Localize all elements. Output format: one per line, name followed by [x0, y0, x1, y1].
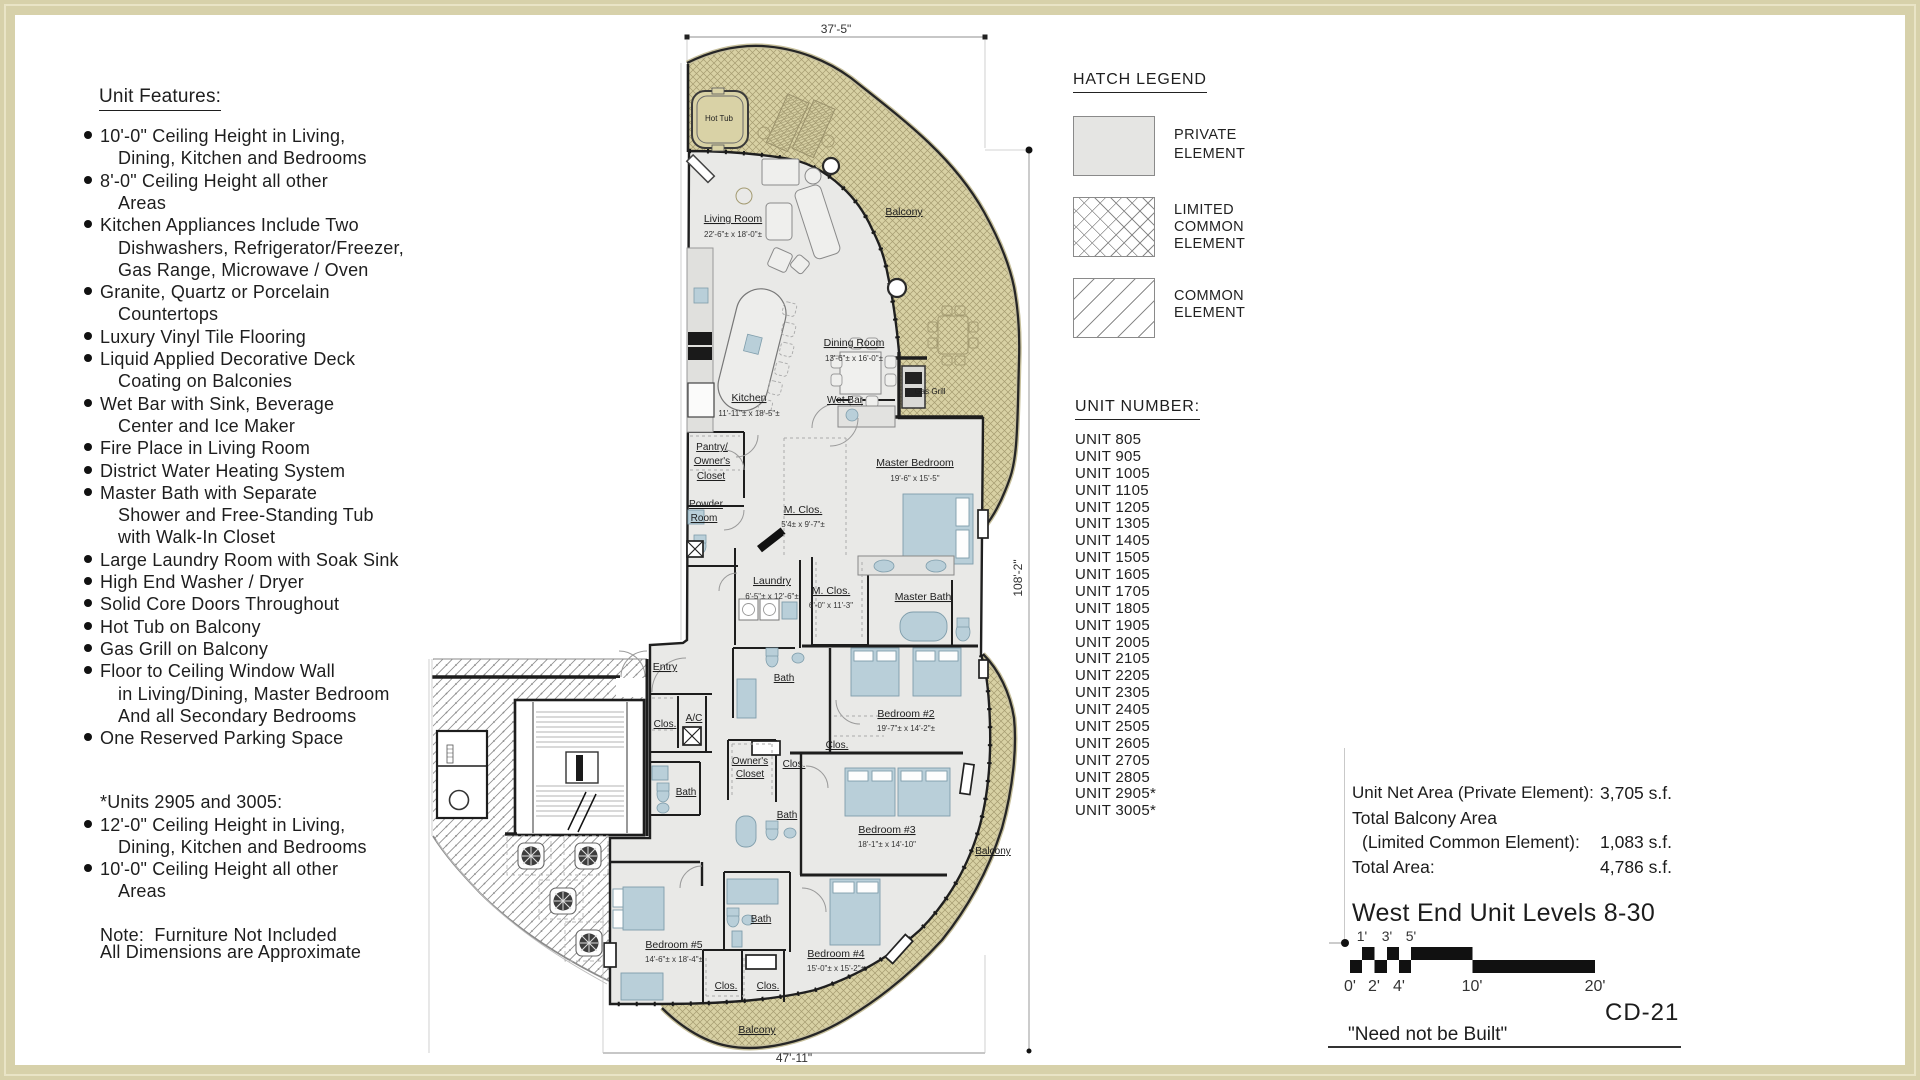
svg-text:47'-11": 47'-11"	[776, 1051, 812, 1065]
svg-text:Room: Room	[691, 513, 718, 524]
svg-text:Hot Tub: Hot Tub	[705, 114, 734, 123]
svg-text:Master Bedroom: Master Bedroom	[876, 457, 954, 469]
svg-text:22'-6"± x 18'-0"±: 22'-6"± x 18'-0"±	[704, 230, 763, 239]
svg-text:108'-2": 108'-2"	[1011, 559, 1025, 596]
svg-text:Bedroom #5: Bedroom #5	[645, 939, 702, 951]
svg-text:Clos.: Clos.	[826, 740, 849, 751]
svg-text:Bath: Bath	[676, 787, 697, 798]
svg-text:Bedroom #2: Bedroom #2	[877, 708, 934, 720]
svg-text:Closet: Closet	[736, 769, 765, 780]
svg-text:19'-6" x 15'-5": 19'-6" x 15'-5"	[890, 474, 939, 483]
svg-text:Gas Grill: Gas Grill	[914, 387, 945, 396]
svg-text:Pantry/: Pantry/	[696, 442, 728, 453]
svg-text:13'-6"± x 16'-0"±: 13'-6"± x 16'-0"±	[825, 354, 884, 363]
svg-text:Bedroom #3: Bedroom #3	[858, 824, 915, 836]
svg-text:Entry: Entry	[653, 661, 678, 673]
svg-text:6'-5"± x 12'-6"±: 6'-5"± x 12'-6"±	[745, 592, 799, 601]
svg-text:4': 4'	[1393, 978, 1405, 995]
svg-text:Closet: Closet	[697, 471, 726, 482]
svg-text:Powder: Powder	[689, 499, 724, 510]
svg-text:2': 2'	[1368, 978, 1380, 995]
svg-text:Clos.: Clos.	[715, 981, 738, 992]
svg-text:20': 20'	[1585, 978, 1606, 995]
svg-text:Bath: Bath	[777, 810, 798, 821]
svg-text:Clos.: Clos.	[783, 759, 806, 770]
svg-text:Balcony: Balcony	[975, 846, 1011, 857]
svg-text:Owner's: Owner's	[732, 756, 768, 767]
svg-text:M. Clos.: M. Clos.	[812, 585, 851, 597]
svg-text:Clos.: Clos.	[757, 981, 780, 992]
svg-text:Clos.: Clos.	[654, 719, 677, 730]
svg-text:Balcony: Balcony	[885, 206, 923, 218]
svg-text:Wet Bar: Wet Bar	[827, 395, 864, 406]
svg-text:5': 5'	[1406, 928, 1416, 944]
svg-text:Bedroom #4: Bedroom #4	[807, 948, 864, 960]
svg-text:A/C: A/C	[686, 713, 703, 724]
svg-text:1': 1'	[1357, 928, 1367, 944]
svg-text:37'-5": 37'-5"	[821, 22, 852, 36]
svg-text:Bath: Bath	[774, 673, 795, 684]
svg-text:18'-1"± x 14'-10": 18'-1"± x 14'-10"	[858, 840, 916, 849]
svg-text:5'4± x 9'-7"±: 5'4± x 9'-7"±	[781, 520, 825, 529]
svg-text:Living Room: Living Room	[704, 213, 763, 225]
svg-text:15'-0"± x 15'-2"±: 15'-0"± x 15'-2"±	[807, 964, 866, 973]
svg-text:Dining Room: Dining Room	[824, 337, 885, 349]
svg-text:Laundry: Laundry	[753, 575, 792, 587]
svg-text:10': 10'	[1462, 978, 1483, 995]
svg-text:Master Bath: Master Bath	[895, 591, 952, 603]
svg-text:0': 0'	[1344, 978, 1356, 995]
svg-text:Owner's: Owner's	[694, 456, 730, 467]
svg-text:Bath: Bath	[751, 914, 772, 925]
svg-text:6'-0" x 11'-3": 6'-0" x 11'-3"	[809, 601, 853, 610]
svg-text:11'-11"± x 18'-5"±: 11'-11"± x 18'-5"±	[718, 409, 780, 418]
svg-text:3': 3'	[1382, 928, 1392, 944]
svg-text:Kitchen: Kitchen	[731, 392, 766, 404]
svg-text:19'-7"± x 14'-2"±: 19'-7"± x 14'-2"±	[877, 724, 936, 733]
svg-text:14'-6"± x 18'-4"±: 14'-6"± x 18'-4"±	[645, 955, 704, 964]
svg-text:M. Clos.: M. Clos.	[784, 504, 823, 516]
svg-text:Balcony: Balcony	[738, 1024, 776, 1036]
